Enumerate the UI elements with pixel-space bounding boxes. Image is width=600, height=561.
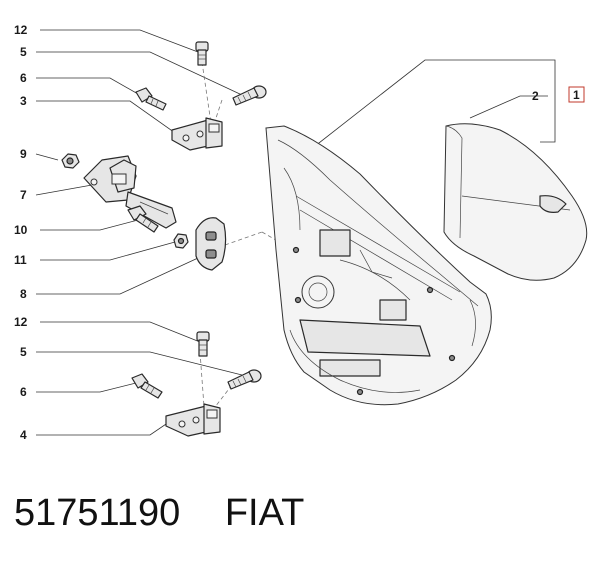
bolt-10	[127, 205, 159, 233]
reference-box-1	[568, 86, 585, 103]
nut-11	[173, 233, 189, 249]
callout-9: 9	[20, 147, 27, 161]
bolt-12-bottom	[196, 331, 210, 357]
door-outer-panel-2	[443, 123, 588, 281]
door-check-strap-7	[83, 155, 177, 229]
screw-5-top	[232, 85, 267, 106]
callout-12-bottom: 12	[14, 315, 28, 329]
callout-3: 3	[20, 94, 27, 108]
striker-plate-8	[195, 217, 227, 271]
callout-10: 10	[14, 223, 28, 237]
hinge-bracket-4	[165, 403, 221, 437]
brand-name: FIAT	[224, 492, 305, 534]
callout-5-top: 5	[20, 45, 27, 59]
bolt-12-top	[195, 41, 209, 66]
callout-1: 1	[573, 88, 580, 102]
nut-9	[61, 153, 80, 169]
callout-5-bottom: 5	[20, 345, 27, 359]
callout-11: 11	[14, 253, 27, 267]
leader-lines	[35, 29, 556, 436]
hinge-bracket-3	[171, 117, 223, 151]
callout-4: 4	[20, 428, 27, 442]
callout-8: 8	[20, 287, 27, 301]
bolt-6-top	[135, 87, 167, 111]
callout-12-top: 12	[14, 23, 28, 37]
screw-5-bottom	[227, 369, 262, 390]
callout-6-bottom: 6	[20, 385, 27, 399]
footer: 51751190 FIAT	[14, 492, 304, 535]
part-number: 51751190	[14, 492, 181, 534]
door-inner-frame	[265, 125, 492, 406]
callout-6-top: 6	[20, 71, 27, 85]
bolt-6-bottom	[131, 373, 163, 399]
callout-7: 7	[20, 188, 27, 202]
